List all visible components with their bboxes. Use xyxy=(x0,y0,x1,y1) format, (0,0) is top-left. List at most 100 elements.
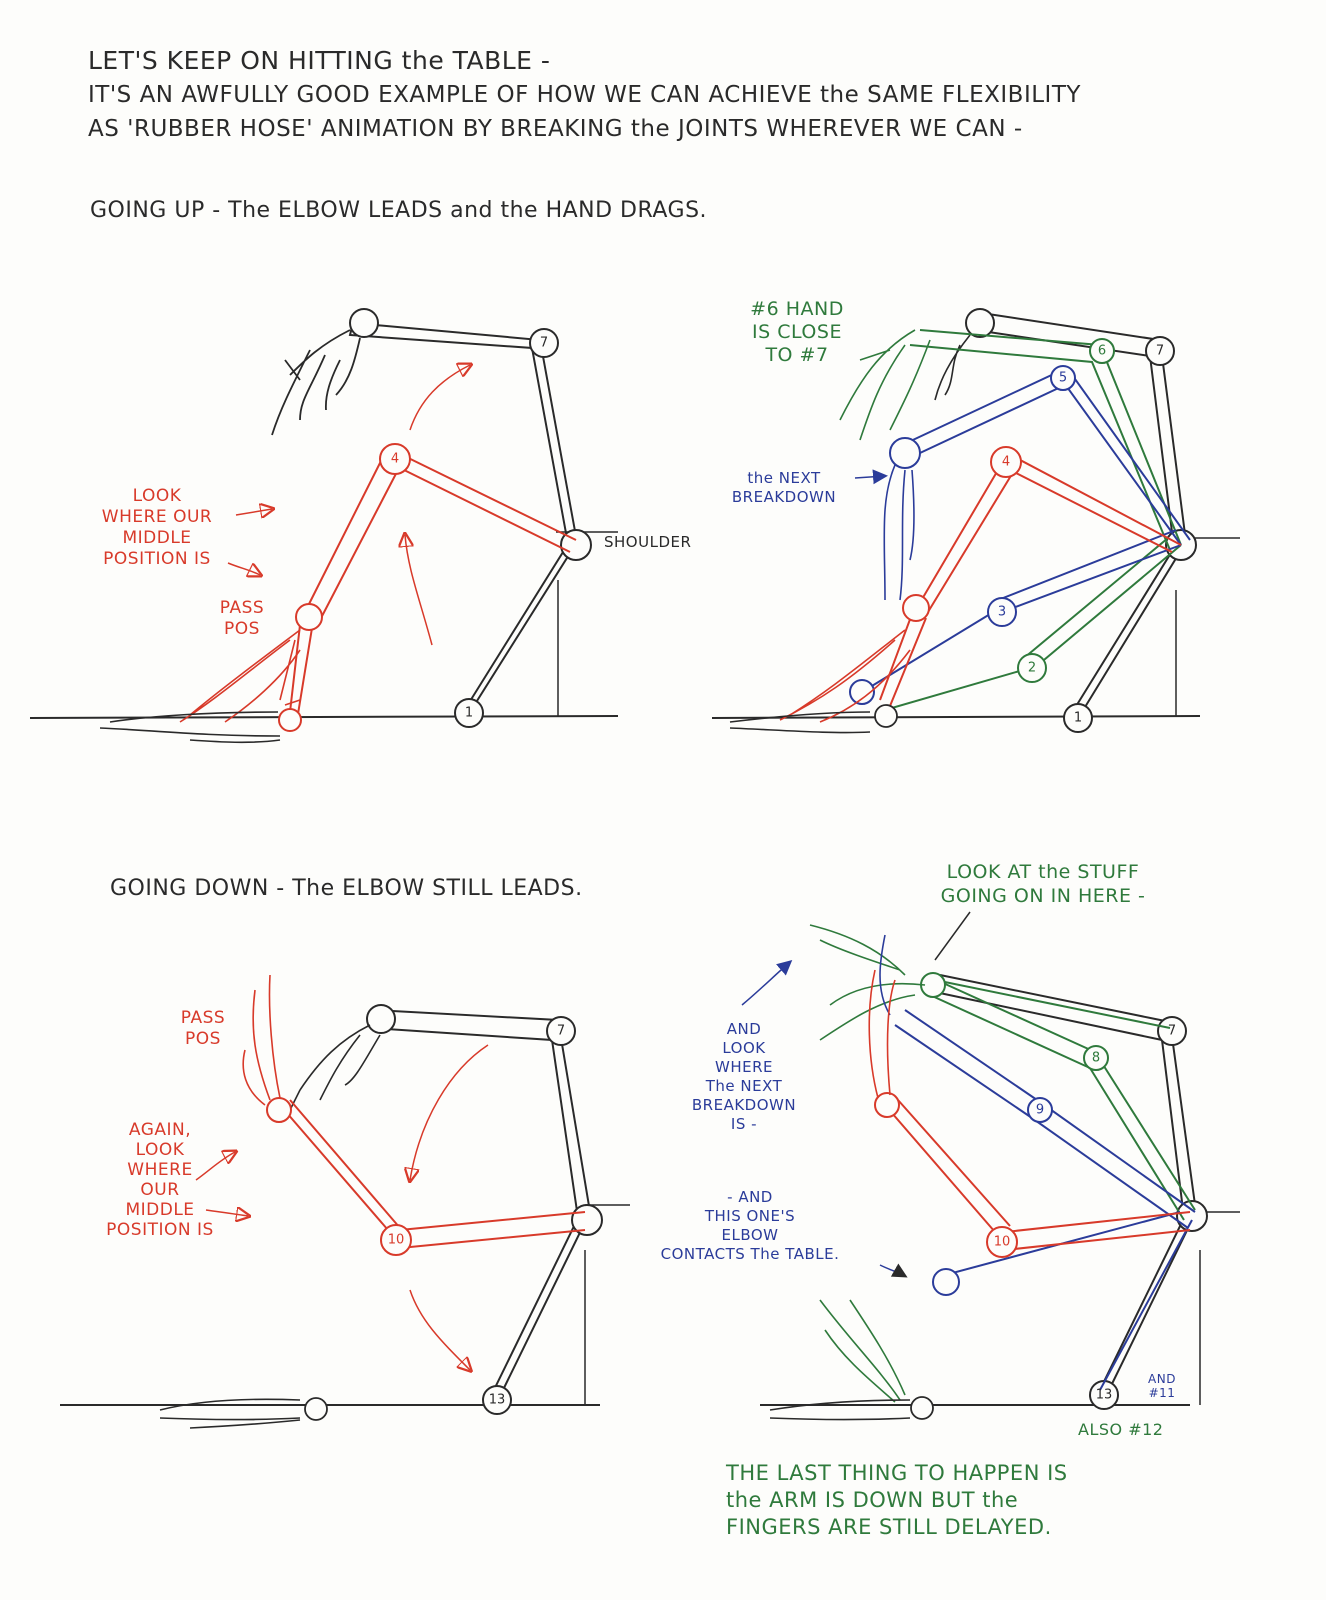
arm-pose-4-red xyxy=(779,446,1182,723)
note-line: PASS xyxy=(180,1008,226,1028)
note-line: CONTACTS The TABLE. xyxy=(660,1245,840,1263)
going-up-title: GOING UP - The ELBOW LEADS and the HAND … xyxy=(90,198,708,223)
note-line: WHERE xyxy=(715,1058,773,1076)
note-line: WHERE OUR xyxy=(101,507,213,527)
and-11-label: AND #11 xyxy=(1140,1372,1184,1400)
arm-pose-4-red xyxy=(179,443,577,732)
note-line: - AND xyxy=(727,1188,773,1206)
note-line: LOOK AT the STUFF xyxy=(946,861,1140,883)
frame-number-6: 6 xyxy=(1098,344,1106,359)
note-line: #6 HAND xyxy=(750,298,844,320)
table-edge xyxy=(711,715,1201,719)
arm-pose-9-blue xyxy=(741,934,1196,1391)
note-line: ELBOW xyxy=(721,1226,779,1244)
note-line: MIDDLE xyxy=(125,1200,195,1220)
pointer-arrow xyxy=(227,562,260,575)
note-line: AGAIN, xyxy=(128,1120,192,1140)
note-line: FINGERS ARE STILL DELAYED. xyxy=(726,1515,1052,1539)
note-line: IS CLOSE xyxy=(752,321,842,343)
frame-number-4: 4 xyxy=(391,452,399,467)
pass-pos-note-2: PASS POS xyxy=(168,1008,238,1050)
note-line: IS - xyxy=(730,1115,758,1133)
arm-pose-5-blue xyxy=(849,365,1191,705)
pointer-arrow xyxy=(854,469,888,485)
motion-arrow xyxy=(409,365,470,431)
note-line: PASS xyxy=(219,598,265,618)
note-line: BREAKDOWN xyxy=(691,1096,797,1114)
header-line-1: LET'S KEEP ON HITTING the TABLE - xyxy=(88,46,551,75)
note-line: The NEXT xyxy=(705,1077,783,1095)
note-line: LOOK xyxy=(132,486,182,506)
frame-number-7: 7 xyxy=(1168,1024,1176,1039)
note-line: OUR xyxy=(140,1180,180,1200)
note-line: MIDDLE xyxy=(122,528,192,548)
pointer-arrow xyxy=(235,509,272,515)
and-look-breakdown-note: AND LOOK WHERE The NEXT BREAKDOWN IS - xyxy=(682,1020,806,1134)
note-line: TO #7 xyxy=(765,344,829,366)
next-breakdown-note: the NEXT BREAKDOWN xyxy=(722,469,846,507)
pointer-arrow xyxy=(741,960,793,1006)
frame-number-7: 7 xyxy=(1156,344,1164,359)
note-line: POSITION IS xyxy=(103,549,211,569)
note-line: WHERE xyxy=(127,1160,193,1180)
arm-pose-8-green xyxy=(809,924,1196,1221)
going-down-right-drawing xyxy=(741,911,1240,1421)
going-up-left-drawing xyxy=(29,308,619,744)
header-line-2: IT'S AN AWFULLY GOOD EXAMPLE OF HOW WE C… xyxy=(88,82,1081,108)
frame-number-9: 9 xyxy=(1036,1103,1044,1118)
frame-number-8: 8 xyxy=(1092,1051,1100,1066)
note-line: POSITION IS xyxy=(106,1220,214,1240)
pointer-arrow xyxy=(879,1263,908,1278)
frame-number-13: 13 xyxy=(489,1393,506,1408)
frame-number-7: 7 xyxy=(540,336,548,351)
frame-number-7: 7 xyxy=(557,1024,565,1039)
note-line: POS xyxy=(185,1029,221,1049)
arm-pose-6-green xyxy=(839,329,1182,711)
frame-number-10: 10 xyxy=(388,1233,405,1248)
note-line: THE LAST THING TO HAPPEN IS xyxy=(726,1461,1068,1485)
note-line: THIS ONE'S xyxy=(704,1207,796,1225)
going-up-right-drawing xyxy=(711,308,1240,734)
note-line: GOING ON IN HERE - xyxy=(940,885,1146,907)
arm-pose-7-black xyxy=(934,974,1208,1410)
arm-pose-7-black xyxy=(289,1004,603,1415)
arm-pose-10-red xyxy=(242,974,586,1256)
hand-close-note: #6 HAND IS CLOSE TO #7 xyxy=(736,298,858,367)
table-edge xyxy=(29,715,619,719)
note-line: AND xyxy=(1148,1372,1176,1386)
motion-arrow xyxy=(405,535,433,646)
note-line: BREAKDOWN xyxy=(731,488,837,506)
arm-pose-10-red xyxy=(868,969,1191,1258)
shoulder-label: SHOULDER xyxy=(604,533,692,551)
pointer-arrow xyxy=(205,1210,248,1216)
look-at-stuff-note: LOOK AT the STUFF GOING ON IN HERE - xyxy=(908,860,1178,908)
frame-number-3: 3 xyxy=(998,605,1006,620)
note-line: LOOK xyxy=(135,1140,185,1160)
going-down-left-drawing xyxy=(60,974,630,1429)
note-line: POS xyxy=(224,619,260,639)
last-thing-note: THE LAST THING TO HAPPEN IS the ARM IS D… xyxy=(726,1460,1146,1541)
note-line: the ARM IS DOWN BUT the xyxy=(726,1488,1019,1512)
frame-number-5: 5 xyxy=(1059,371,1067,386)
frame-number-1: 1 xyxy=(1074,711,1082,726)
frame-number-2: 2 xyxy=(1028,661,1036,676)
header-line-3: AS 'RUBBER HOSE' ANIMATION BY BREAKING t… xyxy=(88,116,1023,142)
going-down-title: GOING DOWN - The ELBOW STILL LEADS. xyxy=(110,876,583,901)
frame-number-10: 10 xyxy=(994,1235,1011,1250)
frame-number-4: 4 xyxy=(1002,455,1010,470)
again-look-note: AGAIN, LOOK WHERE OUR MIDDLE POSITION IS xyxy=(90,1120,230,1240)
note-line: LOOK xyxy=(722,1039,766,1057)
motion-arrow xyxy=(410,1044,489,1180)
motion-arrow xyxy=(409,1289,470,1370)
note-line: the NEXT xyxy=(747,469,821,487)
frame-number-13: 13 xyxy=(1096,1388,1113,1403)
look-where-middle-note: LOOK WHERE OUR MIDDLE POSITION IS xyxy=(92,486,222,570)
note-line: #11 xyxy=(1148,1386,1176,1400)
also-12-label: ALSO #12 xyxy=(1078,1420,1164,1439)
note-line: AND xyxy=(726,1020,762,1038)
pointer-arrow xyxy=(195,1152,235,1181)
pass-pos-note: PASS POS xyxy=(212,598,272,640)
